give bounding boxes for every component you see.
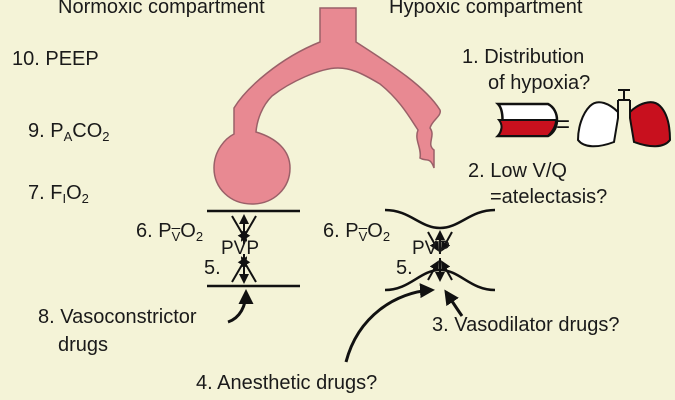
hypoxic-compartment-title: Hypoxic compartment xyxy=(389,0,583,18)
distribution-label-line2: of hypoxia? xyxy=(488,72,591,94)
distribution-label: 1. Distribution xyxy=(462,46,585,68)
normoxic-five-label: 5. xyxy=(204,257,221,279)
peep-label: 10. PEEP xyxy=(12,48,99,70)
normoxic-compartment-title: Normoxic compartment xyxy=(58,0,265,18)
vasodilator-label: 3. Vasodilator drugs? xyxy=(432,314,620,336)
hypoxic-pvp-label: PVP xyxy=(412,238,451,259)
normoxic-vessel xyxy=(207,209,300,288)
fio2-label: 7. FIO2 xyxy=(28,182,89,206)
effect-arrows xyxy=(227,283,464,363)
vasoconstrictor-arrow xyxy=(227,289,254,324)
low-vq-label: 2. Low V/Q xyxy=(468,160,567,182)
anesthetic-arrow xyxy=(344,283,435,363)
low-vq-label-line2: =atelectasis? xyxy=(490,186,608,208)
hypoxic-vessel xyxy=(384,208,496,292)
normoxic-pvo2-label: 6. PVO2 xyxy=(136,220,204,244)
paco2-label: 9. PACO2 xyxy=(28,120,110,144)
vasodilator-arrow xyxy=(444,289,464,317)
hypoxic-pvo2-label: 6. PVO2 xyxy=(323,220,391,244)
vasoconstrictor-label: 8. Vasoconstrictor xyxy=(38,306,197,328)
anesthetic-label: 4. Anesthetic drugs? xyxy=(196,372,378,394)
pulmonary-artery-tree xyxy=(213,7,441,205)
lungs-icon xyxy=(576,89,672,148)
hypoxic-five-label: 5. xyxy=(396,257,413,279)
normoxic-pvp-label: PVP xyxy=(221,238,260,259)
equals-sign: = xyxy=(556,111,570,138)
hypoxia-distribution-icon: = xyxy=(494,89,672,148)
vasoconstrictor-label-line2: drugs xyxy=(58,334,109,356)
